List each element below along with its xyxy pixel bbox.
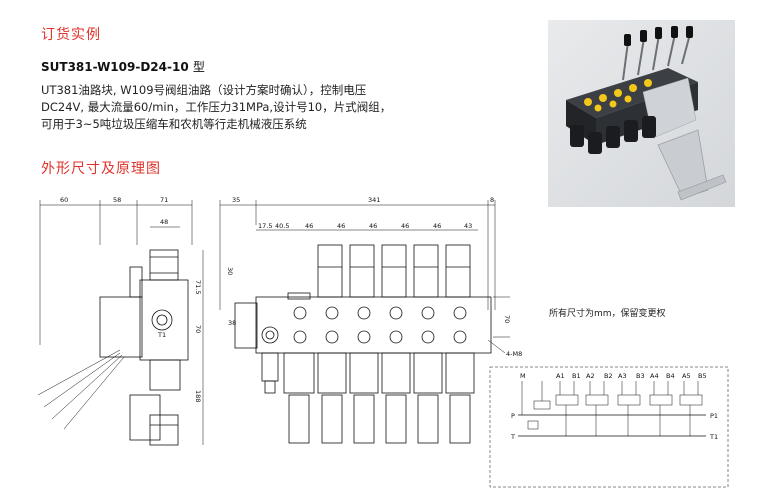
hydraulic-schematic: M A1 B1 A2 B2 A3 B3 A4 B4 A5 B5 P T P1 T…: [489, 366, 729, 488]
description-line: 可用于3~5吨垃圾压缩车和农机等行走机械液压系统: [41, 117, 307, 131]
port-label: T1: [157, 331, 166, 339]
port-label: B1: [572, 372, 581, 380]
dim-label: 188: [194, 390, 202, 402]
valve-sections: [293, 306, 467, 344]
dim-label: 70: [194, 325, 202, 333]
side-view: 60 58 71 48 71.5 70 T1 188: [37, 196, 204, 446]
dim-label: 46: [401, 222, 409, 230]
port-label: A3: [618, 372, 627, 380]
dim-label: 40.5: [275, 222, 289, 230]
dim-label: 46: [369, 222, 377, 230]
model-code-suffix: 型: [192, 60, 205, 74]
port-label: A1: [556, 372, 565, 380]
dim-label: 48: [160, 218, 168, 226]
bolt-label: 4-M8: [506, 350, 522, 358]
valve-bank-image: [566, 26, 727, 201]
dim-label: 71: [160, 196, 168, 204]
section-title-dimensions: 外形尺寸及原理图: [41, 161, 161, 177]
dim-label: 70: [503, 315, 511, 323]
dim-label: 58: [113, 196, 121, 204]
dim-label: 35: [232, 196, 240, 204]
model-code: SUT381-W109-D24-10 型: [41, 58, 205, 75]
dim-label: 8: [490, 196, 494, 204]
description-line: DC24V, 最大流量60/min，工作压力31MPa,设计号10，片式阀组，: [41, 100, 392, 114]
port-label: T1: [709, 433, 718, 441]
port-label: P1: [710, 412, 718, 420]
product-photo: [548, 20, 735, 207]
dim-label: 71.5: [194, 280, 202, 294]
port-label: B4: [666, 372, 675, 380]
port-label: T: [510, 433, 515, 441]
port-label: P: [511, 412, 515, 420]
port-label: M: [520, 372, 526, 380]
technical-drawing: 60 58 71 48 71.5 70 T1 188: [37, 196, 729, 488]
port-label: A5: [682, 372, 691, 380]
dim-label: 17.5: [258, 222, 272, 230]
dim-label: 46: [337, 222, 345, 230]
description-line: UT381油路块, W109号阀组油路（设计方案时确认），控制电压: [41, 83, 367, 97]
port-label: B3: [636, 372, 645, 380]
port-label: B5: [698, 372, 707, 380]
dim-label: 341: [368, 196, 380, 204]
dim-label: 46: [305, 222, 313, 230]
top-solenoids: [287, 244, 471, 300]
dim-label: 43: [464, 222, 472, 230]
schematic-valves: [527, 381, 703, 436]
model-code-text: SUT381-W109-D24-10: [41, 60, 189, 74]
front-view: 35 341 8 17.5 40.5 46 46 46 46 46 43: [219, 196, 522, 444]
port-label: A4: [650, 372, 659, 380]
dim-label: 46: [433, 222, 441, 230]
dim-label: 30: [226, 267, 234, 275]
description: UT381油路块, W109号阀组油路（设计方案时确认），控制电压 DC24V,…: [41, 82, 481, 133]
dimension-note: 所有尺寸为mm，保留变更权: [549, 309, 666, 319]
port-label: A2: [586, 372, 595, 380]
bottom-solenoids: [261, 352, 475, 444]
section-title-order-example: 订货实例: [41, 27, 101, 43]
dim-label: 38: [228, 319, 236, 327]
dim-label: 60: [60, 196, 68, 204]
port-label: B2: [604, 372, 613, 380]
